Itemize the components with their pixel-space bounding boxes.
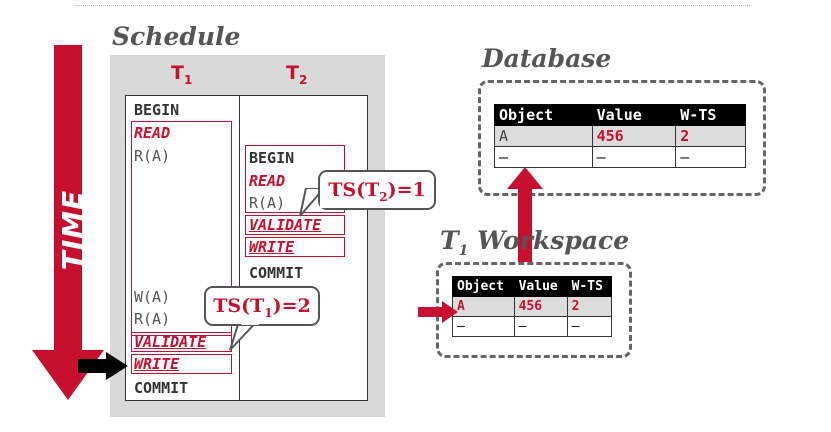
- t1-validate: VALIDATE: [134, 333, 207, 351]
- t2-column-header: T2: [286, 62, 308, 87]
- time-label: TIME: [56, 189, 89, 271]
- t1-column-header: T1: [171, 62, 193, 87]
- t1-write-a: W(A): [134, 288, 171, 306]
- schedule-title: Schedule: [112, 22, 241, 51]
- t1-write-box: [131, 354, 232, 374]
- top-divider: [75, 5, 750, 6]
- t2-commit: COMMIT: [249, 264, 304, 282]
- callout-ts-t1: TS(T1)=2: [204, 286, 320, 326]
- t1-read-a: R(A): [134, 147, 171, 165]
- t1-read-a-2: R(A): [134, 310, 171, 328]
- workspace-header-row: Object Value W-TS: [452, 276, 613, 297]
- transaction-timeline: [125, 95, 368, 401]
- callout-ts-t2: TS(T2)=1: [318, 170, 436, 210]
- db-col-object: Object: [494, 104, 593, 126]
- table-row: A 456 2: [452, 296, 613, 317]
- t2-validate: VALIDATE: [249, 216, 322, 234]
- callout-t2-joint: [320, 194, 334, 208]
- database-title: Database: [482, 44, 612, 73]
- t2-write-box: [245, 237, 345, 257]
- t2-read-a: R(A): [249, 194, 286, 212]
- t2-validate-box: [245, 215, 345, 235]
- t1-read-phase-box: [131, 121, 232, 336]
- column-divider: [239, 95, 240, 401]
- current-step-arrow-icon: [78, 352, 128, 380]
- database-header-row: Object Value W-TS: [494, 104, 746, 126]
- time-arrow-icon: [32, 45, 104, 400]
- database-table: Object Value W-TS A 456 2 – – –: [494, 104, 746, 168]
- t2-write: WRITE: [249, 238, 295, 256]
- callout-t1-joint: [241, 320, 259, 325]
- callout-t1-pointer: [229, 318, 262, 351]
- ws-col-value: Value: [513, 276, 568, 297]
- workspace-table: Object Value W-TS A 456 2 – – –: [452, 276, 613, 337]
- table-row: A 456 2: [494, 125, 746, 147]
- table-row: – – –: [494, 146, 746, 168]
- workspace-title: T1 Workspace: [440, 226, 630, 259]
- t2-begin: BEGIN: [249, 149, 295, 167]
- workspace-row-pointer-icon: [418, 301, 458, 323]
- write-to-database-arrow-icon: [507, 167, 543, 262]
- t1-write: WRITE: [134, 355, 180, 373]
- t1-commit: COMMIT: [134, 379, 189, 397]
- t1-read: READ: [134, 124, 171, 142]
- database-container: [478, 80, 766, 196]
- t2-read: READ: [249, 172, 286, 190]
- table-row: – – –: [452, 316, 613, 337]
- db-col-wts: W-TS: [675, 104, 746, 126]
- ws-col-object: Object: [452, 276, 515, 297]
- db-col-value: Value: [591, 104, 677, 126]
- t1-begin: BEGIN: [134, 101, 180, 119]
- ws-col-wts: W-TS: [566, 276, 613, 297]
